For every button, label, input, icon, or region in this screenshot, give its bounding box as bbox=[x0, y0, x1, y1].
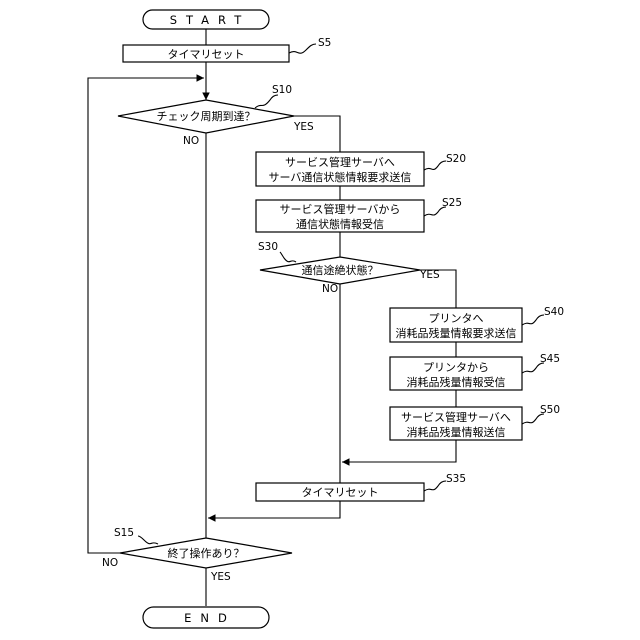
decision-s15: 終了操作あり？ S15 NO YES bbox=[102, 527, 292, 583]
decision-s30-no: NO bbox=[322, 283, 338, 295]
step-s20-line2: サーバ通信状態情報要求送信 bbox=[269, 170, 412, 184]
step-s50-line1: サービス管理サーバへ bbox=[401, 410, 511, 424]
step-s35-id: S35 bbox=[446, 473, 466, 485]
step-s35: タイマリセット S35 bbox=[256, 473, 466, 501]
decision-s30-id: S30 bbox=[258, 241, 278, 253]
step-s40-line2: 消耗品残量情報要求送信 bbox=[396, 326, 517, 340]
step-s45-line1: プリンタから bbox=[423, 361, 489, 374]
step-s35-text: タイマリセット bbox=[302, 486, 379, 499]
step-s25-line1: サービス管理サーバから bbox=[280, 202, 401, 216]
end-terminal: END bbox=[143, 607, 269, 628]
decision-s15-text: 終了操作あり？ bbox=[168, 546, 245, 560]
decision-s10: チェック周期到達？ S10 YES NO bbox=[118, 84, 314, 147]
step-s5-id: S5 bbox=[318, 37, 331, 49]
step-s45-id: S45 bbox=[540, 353, 560, 365]
start-terminal: START bbox=[143, 10, 269, 29]
step-s40-id: S40 bbox=[544, 306, 564, 318]
step-s25-line2: 通信状態情報受信 bbox=[296, 217, 384, 231]
step-s5: タイマリセット S5 bbox=[123, 37, 331, 62]
step-s50: サービス管理サーバへ 消耗品残量情報送信 S50 bbox=[390, 404, 560, 440]
step-s25-id: S25 bbox=[442, 197, 462, 209]
step-s20-id: S20 bbox=[446, 153, 466, 165]
decision-s10-no: NO bbox=[183, 135, 199, 147]
step-s45-line2: 消耗品残量情報受信 bbox=[407, 375, 506, 389]
step-s40: プリンタへ 消耗品残量情報要求送信 S40 bbox=[390, 306, 564, 342]
step-s25: サービス管理サーバから 通信状態情報受信 S25 bbox=[256, 197, 462, 232]
start-label: START bbox=[170, 13, 250, 27]
decision-s30-text: 通信途絶状態？ bbox=[302, 263, 379, 277]
decision-s30-yes: YES bbox=[419, 269, 440, 281]
decision-s10-yes: YES bbox=[293, 121, 314, 133]
decision-s10-id: S10 bbox=[272, 84, 292, 96]
step-s20-line1: サービス管理サーバへ bbox=[285, 155, 395, 169]
decision-s15-no: NO bbox=[102, 557, 118, 569]
step-s5-text: タイマリセット bbox=[168, 48, 245, 61]
decision-s15-yes: YES bbox=[210, 571, 231, 583]
step-s40-line1: プリンタへ bbox=[429, 312, 484, 325]
step-s45: プリンタから 消耗品残量情報受信 S45 bbox=[390, 353, 560, 390]
decision-s15-id: S15 bbox=[114, 527, 134, 539]
decision-s30: 通信途絶状態？ S30 YES NO bbox=[258, 241, 440, 295]
step-s50-line2: 消耗品残量情報送信 bbox=[407, 425, 506, 439]
step-s50-id: S50 bbox=[540, 404, 560, 416]
step-s20: サービス管理サーバへ サーバ通信状態情報要求送信 S20 bbox=[256, 152, 466, 186]
decision-s10-text: チェック周期到達？ bbox=[157, 110, 256, 123]
end-label: END bbox=[184, 611, 236, 625]
